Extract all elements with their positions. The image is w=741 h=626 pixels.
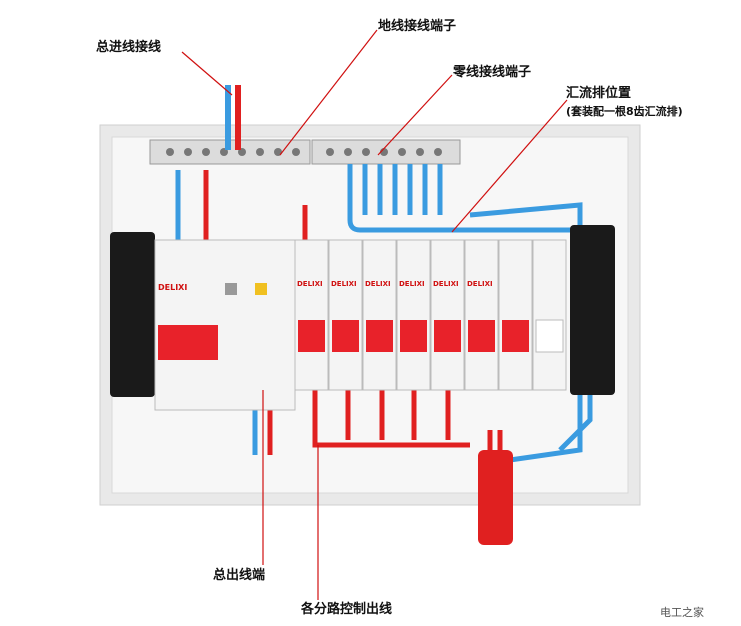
svg-text:DELIXI: DELIXI (297, 280, 323, 288)
last-breaker-handle (535, 319, 564, 353)
right-rail-mount (570, 225, 615, 395)
brand-text: DELIXI (158, 283, 187, 292)
svg-text:DELIXI: DELIXI (331, 280, 357, 288)
svg-text:DELIXI: DELIXI (399, 280, 425, 288)
label-neutral-terminal: 零线接线端子 (453, 65, 532, 80)
test-button (225, 283, 237, 295)
label-busbar-sub: (套装配一根8齿汇流排) (566, 105, 683, 118)
label-earth-terminal: 地线接线端子 (378, 19, 457, 34)
cable-bundle (478, 450, 513, 545)
reset-button (255, 283, 267, 295)
label-main-out: 总出线端 (213, 568, 266, 583)
label-branch-out: 各分路控制出线 (301, 602, 393, 617)
svg-text:DELIXI: DELIXI (433, 280, 459, 288)
watermark-text: 电工之家 (660, 606, 704, 619)
label-busbar-title: 汇流排位置 (566, 86, 632, 101)
pointer-lines (181, 29, 568, 600)
branch-breaker-handles (298, 320, 529, 352)
label-main-in: 总进线接线 (96, 40, 162, 55)
main-breaker-handle (158, 325, 218, 360)
svg-text:DELIXI: DELIXI (467, 280, 493, 288)
left-rail-mount (110, 232, 155, 397)
branch-breakers (294, 239, 567, 391)
svg-text:DELIXI: DELIXI (365, 280, 391, 288)
branch-brand-texts: DELIXI DELIXI DELIXI DELIXI DELIXI DELIX… (297, 280, 493, 288)
neutral-wires (175, 164, 593, 463)
